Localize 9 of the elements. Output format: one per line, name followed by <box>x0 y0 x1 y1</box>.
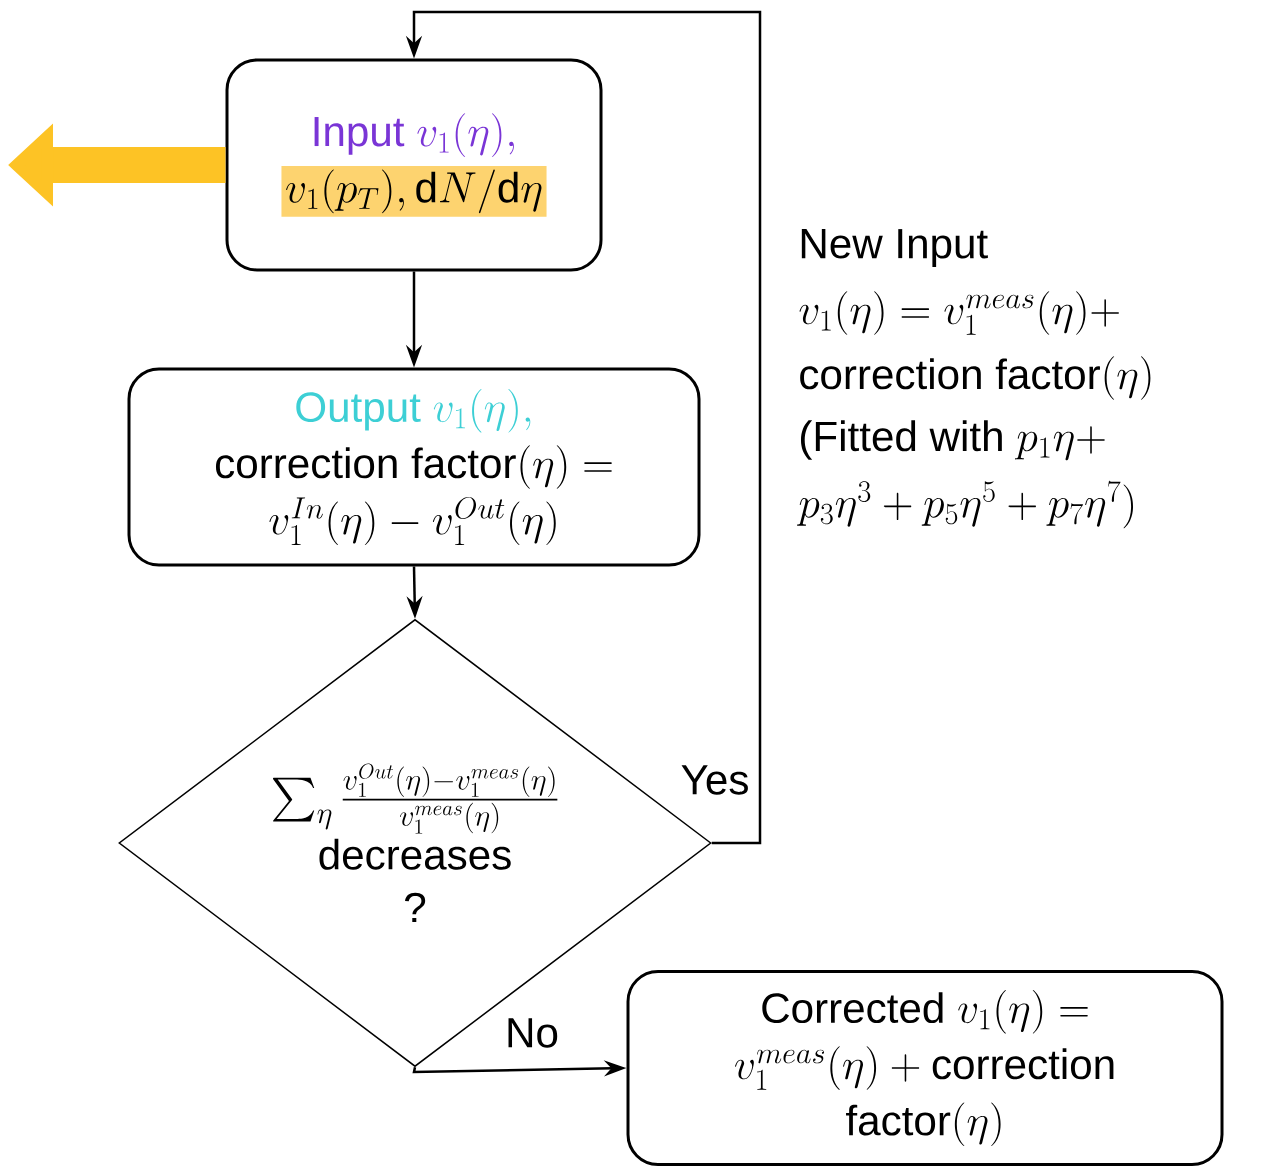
note-text: $v_1(\eta)= v_1^{meas}(\eta) +$ <box>799 291 1119 335</box>
note-text: $\text{correction factor}(\eta)$ <box>800 356 1151 400</box>
process-box: $\text{Input } v_1(\eta),$ $v_1(p_T), \mathrm{d}N/\mathrm{d}\eta$ <box>225 58 603 272</box>
process-box: $\text{Corrected } v_1(\eta) =$ $v_1^{meas}(\eta) + \text{correction}$ $\text{factor}(\eta)$ <box>626 970 1224 1166</box>
note-text: New Input <box>801 229 988 267</box>
process-box: $\text{Output } v_1(\eta),$ $\text{correction factor}(\eta) =$ $v_1^{In}(\eta) - v_1^{Out}(\eta)$ <box>127 367 701 567</box>
note-text: $p_3\eta^3 + p_5\eta^5 + p_7\eta^7)$ <box>797 480 1133 529</box>
edge-label: No <box>501 1014 563 1052</box>
note-text: $\text{(Fitted with } p_1\eta +$ <box>801 420 1105 461</box>
